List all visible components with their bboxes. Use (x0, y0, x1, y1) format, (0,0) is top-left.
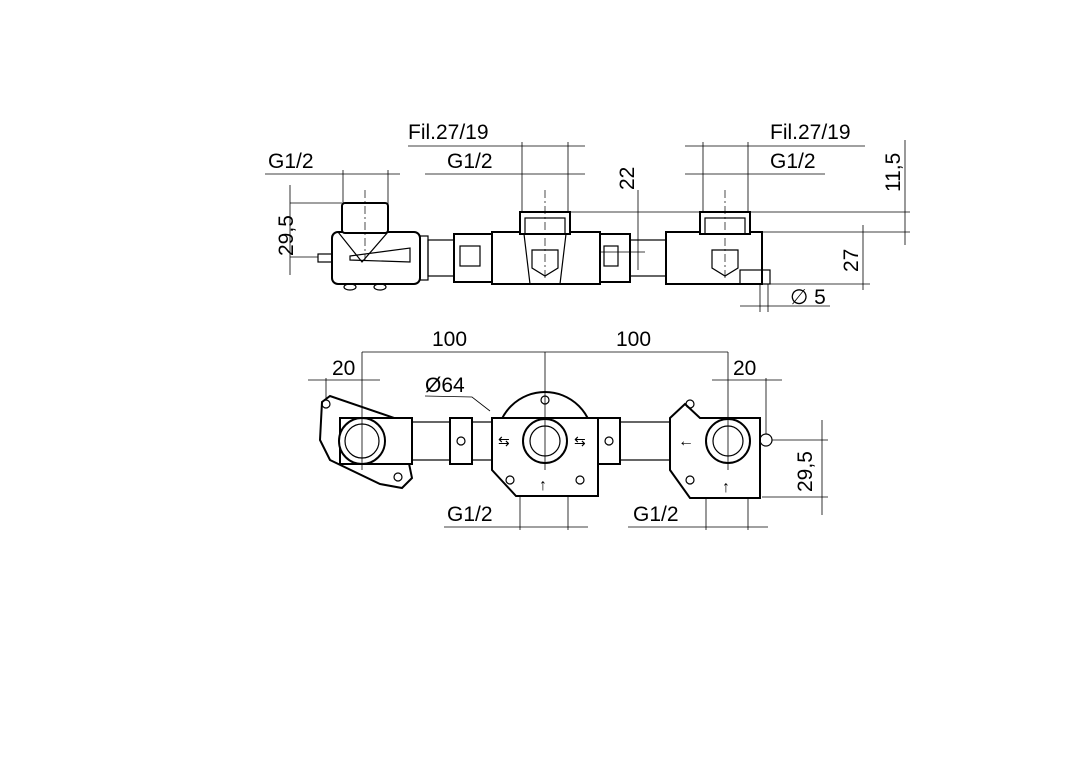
right-fil-label: Fil.27/19 (770, 121, 851, 144)
svg-text:↑: ↑ (539, 477, 547, 494)
spacing-right-label: 100 (616, 328, 651, 351)
offset-left-label: 20 (332, 357, 355, 380)
plan-view-valve-body: ⇆ ⇆ ↑ ← ↑ (318, 391, 773, 499)
right-thread-label-bottom: G1/2 (633, 503, 679, 526)
svg-text:↑: ↑ (722, 479, 730, 496)
center-thread-label: G1/2 (447, 150, 493, 173)
svg-text:⇆: ⇆ (574, 433, 586, 449)
center-height-label: 22 (616, 167, 639, 190)
svg-text:⇆: ⇆ (498, 433, 510, 449)
left-height-label: 29,5 (275, 215, 298, 256)
right-thread-label: G1/2 (770, 150, 816, 173)
center-fil-label: Fil.27/19 (408, 121, 489, 144)
offset-right-label: 20 (733, 357, 756, 380)
side-view-valve-body (317, 202, 771, 291)
top-view-dimensions (265, 140, 910, 312)
plan-view-dimensions (308, 351, 828, 530)
top-view-labels: G1/2 29,5 Fil.27/19 G1/2 22 Fil.27/19 G1… (268, 121, 905, 309)
svg-text:←: ← (678, 433, 694, 450)
spacing-left-label: 100 (432, 328, 467, 351)
left-thread-label: G1/2 (268, 150, 314, 173)
right-height-label-bottom: 29,5 (794, 451, 817, 492)
hole-diameter-label: ∅ 5 (790, 286, 826, 309)
plan-view-labels: 100 100 20 20 Ø64 G1/2 G1/2 29,5 (332, 328, 817, 526)
right-height-label: 27 (840, 249, 863, 272)
plate-diameter-label: Ø64 (425, 374, 465, 397)
right-top-label: 11,5 (882, 153, 905, 192)
center-thread-label-bottom: G1/2 (447, 503, 493, 526)
